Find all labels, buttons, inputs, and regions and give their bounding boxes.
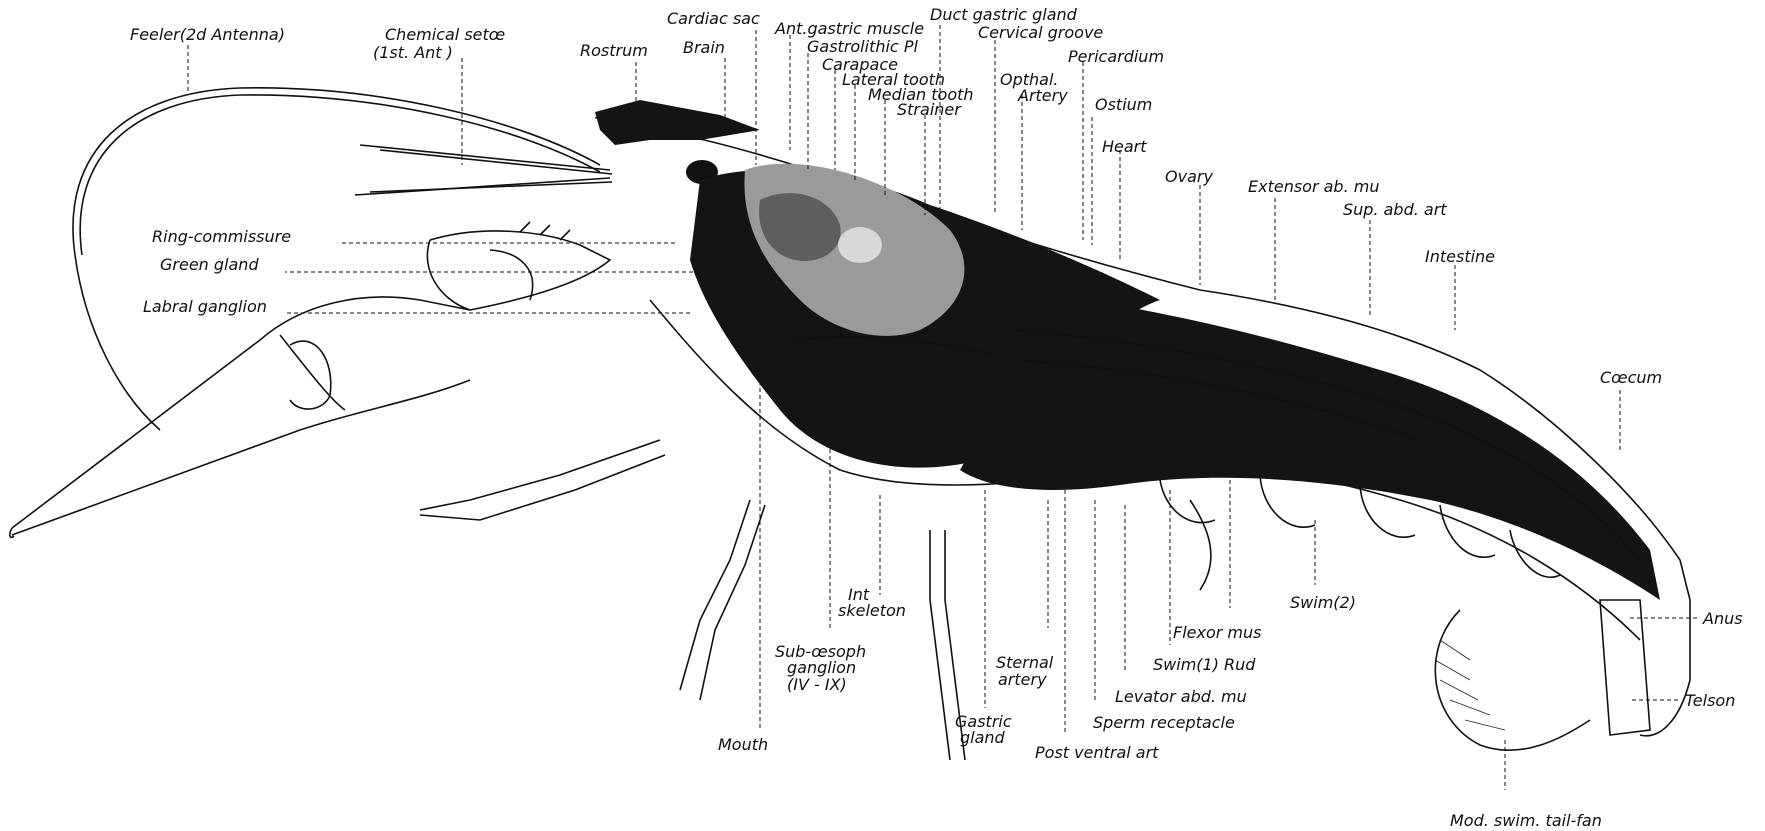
label-mouth: Mouth <box>718 735 768 754</box>
label-subesoph-3: (IV - IX) <box>787 675 847 694</box>
label-brain: Brain <box>683 38 725 57</box>
label-green-gland: Green gland <box>160 255 259 274</box>
label-ring-commissure: Ring-commissure <box>152 227 291 246</box>
label-cervical-groove: Cervical groove <box>978 23 1103 42</box>
label-swim2: Swim(2) <box>1290 593 1356 612</box>
label-post-ventral: Post ventral art <box>1035 743 1159 762</box>
label-anus: Anus <box>1702 609 1743 628</box>
label-levator: Levator abd. mu <box>1115 687 1247 706</box>
label-chemical-setae: Chemical setœ <box>385 25 505 44</box>
label-gastrolithic-pl: Gastrolithic Pl <box>807 37 918 56</box>
label-duct-gastric-gland: Duct gastric gland <box>930 5 1078 24</box>
label-artery: Artery <box>1017 86 1068 105</box>
label-heart: Heart <box>1102 137 1147 156</box>
first-antenna-setae <box>355 145 612 195</box>
tail-fan <box>1435 600 1650 750</box>
label-flexor: Flexor mus <box>1173 623 1261 642</box>
label-pericardium: Pericardium <box>1068 47 1164 66</box>
label-tail-fan: Mod. swim. tail-fan <box>1450 811 1602 830</box>
label-sternal-2: artery <box>998 670 1047 689</box>
label-sperm: Sperm receptacle <box>1093 713 1235 732</box>
rostrum-spike <box>595 100 760 145</box>
label-sup-abd-art: Sup. abd. art <box>1343 200 1447 219</box>
label-chemical-setae-sub: (1st. Ant ) <box>373 43 453 62</box>
label-feeler: Feeler(2d Antenna) <box>130 25 285 44</box>
second-antenna-feeler <box>73 88 600 430</box>
label-gastric-2: gland <box>960 728 1006 747</box>
label-strainer: Strainer <box>897 100 962 119</box>
label-intestine: Intestine <box>1425 247 1495 266</box>
label-swim1: Swim(1) Rud <box>1153 655 1256 674</box>
label-ostium: Ostium <box>1095 95 1152 114</box>
label-ant-gastric-muscle: Ant.gastric muscle <box>774 19 924 38</box>
label-telson: Telson <box>1685 691 1735 710</box>
label-labral-ganglion: Labral ganglion <box>143 297 267 316</box>
label-ovary: Ovary <box>1165 167 1213 186</box>
label-rostrum: Rostrum <box>580 41 648 60</box>
cheliped-claw <box>10 222 610 537</box>
label-coecum: Cœcum <box>1600 368 1662 387</box>
label-int-2: skeleton <box>838 601 906 620</box>
label-extensor: Extensor ab. mu <box>1248 177 1379 196</box>
label-cardiac-sac: Cardiac sac <box>667 9 760 28</box>
